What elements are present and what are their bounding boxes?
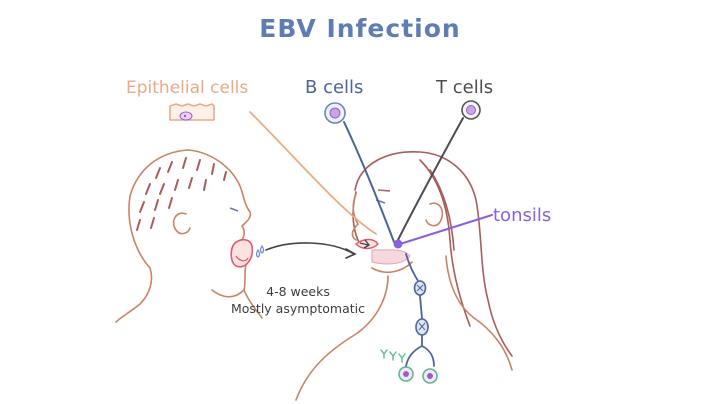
woman-neck-right bbox=[445, 255, 513, 371]
epithelial-cells-label: Epithelial cells bbox=[126, 78, 249, 98]
infected-b-cell-icon bbox=[415, 318, 429, 336]
transmission-arrow bbox=[265, 242, 357, 259]
b-cell-icon bbox=[324, 102, 346, 124]
t-cell-icon bbox=[461, 100, 481, 120]
tonsils-pointer-line bbox=[399, 214, 493, 245]
antibody-icon bbox=[380, 349, 406, 363]
man-chin bbox=[211, 289, 245, 298]
tonsils-label: tonsils bbox=[493, 205, 552, 226]
woman-ear bbox=[425, 202, 444, 227]
infected-b-cell-icon bbox=[413, 280, 427, 296]
man-hairline bbox=[187, 149, 241, 187]
plasma-cell-icon bbox=[398, 366, 414, 382]
man-eye bbox=[229, 207, 239, 212]
incubation-note: 4-8 weeks Mostly asymptomatic bbox=[228, 283, 368, 317]
incubation-period-text: 4-8 weeks bbox=[266, 284, 330, 299]
saliva-droplets-icon bbox=[255, 244, 265, 258]
tonsil-dot bbox=[393, 239, 403, 249]
entry-arrow bbox=[359, 239, 371, 249]
woman-throat bbox=[371, 249, 411, 265]
man-hair bbox=[136, 157, 227, 231]
woman-shoulder-left bbox=[295, 275, 389, 401]
woman-mouth bbox=[354, 238, 379, 250]
t-cells-label: T cells bbox=[436, 77, 494, 98]
plasma-cell-icon bbox=[422, 368, 438, 384]
woman-nose bbox=[351, 193, 360, 241]
man-head-outline bbox=[115, 149, 189, 323]
man-mouth bbox=[230, 238, 254, 268]
epithelial-cell-icon bbox=[169, 103, 215, 121]
epithelial-pointer-line bbox=[249, 111, 377, 235]
clinical-course-text: Mostly asymptomatic bbox=[230, 301, 365, 316]
page-title: EBV Infection bbox=[259, 14, 461, 43]
lymph-pathway bbox=[405, 253, 435, 367]
b-cell-pointer-line bbox=[343, 121, 395, 243]
t-cell-pointer-line bbox=[397, 117, 464, 241]
woman-eyebrow bbox=[377, 189, 391, 192]
b-cells-label: B cells bbox=[305, 77, 364, 98]
woman-face bbox=[295, 193, 513, 401]
man-ear bbox=[172, 212, 191, 235]
